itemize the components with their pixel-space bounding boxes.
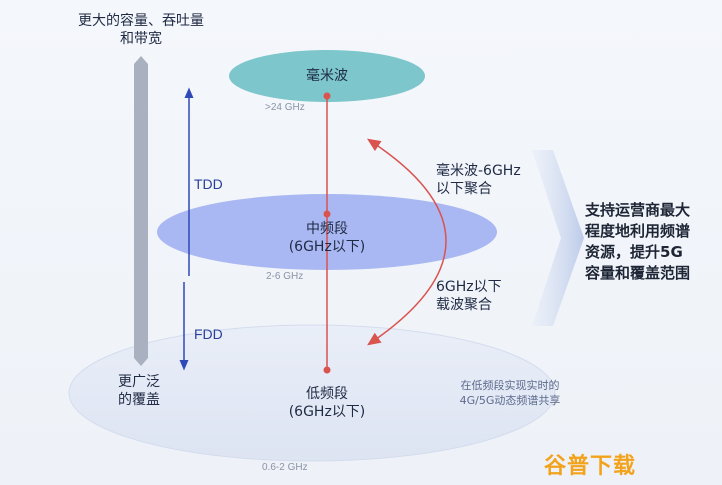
low-band-note-line-1: 在低频段实现实时的 xyxy=(460,379,560,392)
aggregation-arc xyxy=(366,138,447,346)
coverage-label-line-2: 的覆盖 xyxy=(118,392,160,408)
low-band-label: 低频段 (6GHz以下) xyxy=(272,385,382,421)
fdd-label: FDD xyxy=(194,326,223,342)
connector-dot-mid xyxy=(323,210,331,218)
capacity-label: 更大的容量、吞吐量 和带宽 xyxy=(56,12,226,48)
benefit-line-3: 资源，提升5G xyxy=(585,243,683,261)
benefit-line-4: 容量和覆盖范围 xyxy=(585,264,691,282)
mid-band-sub: (6GHz以下) xyxy=(288,239,366,255)
mid-band-name: 中频段 xyxy=(306,221,348,237)
low-band-name: 低频段 xyxy=(306,386,348,402)
tdd-label: TDD xyxy=(194,176,223,192)
aggregation-bottom-label: 6GHz以下 载波聚合 xyxy=(436,278,502,314)
mid-band-freq: 2-6 GHz xyxy=(266,271,304,282)
aggregation-bottom-line-1: 6GHz以下 xyxy=(436,279,502,295)
low-band-note: 在低频段实现实时的 4G/5G动态频谱共享 xyxy=(440,378,580,408)
benefit-line-2: 程度地利用频谱 xyxy=(585,222,691,240)
aggregation-top-line-1: 毫米波-6GHz xyxy=(436,163,521,179)
watermark-logo: 谷普下载 xyxy=(544,454,637,479)
capacity-label-line-2: 和带宽 xyxy=(120,31,162,47)
coverage-label: 更广泛 的覆盖 xyxy=(104,373,174,409)
aggregation-top-label: 毫米波-6GHz 以下聚合 xyxy=(436,162,521,198)
aggregation-bottom-line-2: 载波聚合 xyxy=(436,297,492,313)
chevron-shape xyxy=(532,150,584,326)
coverage-label-line-1: 更广泛 xyxy=(118,374,160,390)
connector-dot-top xyxy=(323,92,331,100)
low-band-sub: (6GHz以下) xyxy=(288,404,366,420)
low-band-note-line-2: 4G/5G动态频谱共享 xyxy=(459,394,561,407)
mmwave-name: 毫米波 xyxy=(306,68,348,84)
mmwave-ellipse xyxy=(229,50,425,102)
mmwave-freq: >24 GHz xyxy=(265,102,305,113)
capacity-label-line-1: 更大的容量、吞吐量 xyxy=(78,13,204,29)
low-band-ellipse xyxy=(68,324,556,462)
mid-band-label: 中频段 (6GHz以下) xyxy=(272,220,382,256)
low-band-freq: 0.6-2 GHz xyxy=(262,462,308,473)
aggregation-top-line-2: 以下聚合 xyxy=(436,181,492,197)
benefit-text: 支持运营商最大 程度地利用频谱 资源，提升5G 容量和覆盖范围 xyxy=(585,200,719,284)
capacity-coverage-bar xyxy=(134,56,148,366)
benefit-line-1: 支持运营商最大 xyxy=(585,201,691,219)
connector-dot-low xyxy=(323,366,331,374)
